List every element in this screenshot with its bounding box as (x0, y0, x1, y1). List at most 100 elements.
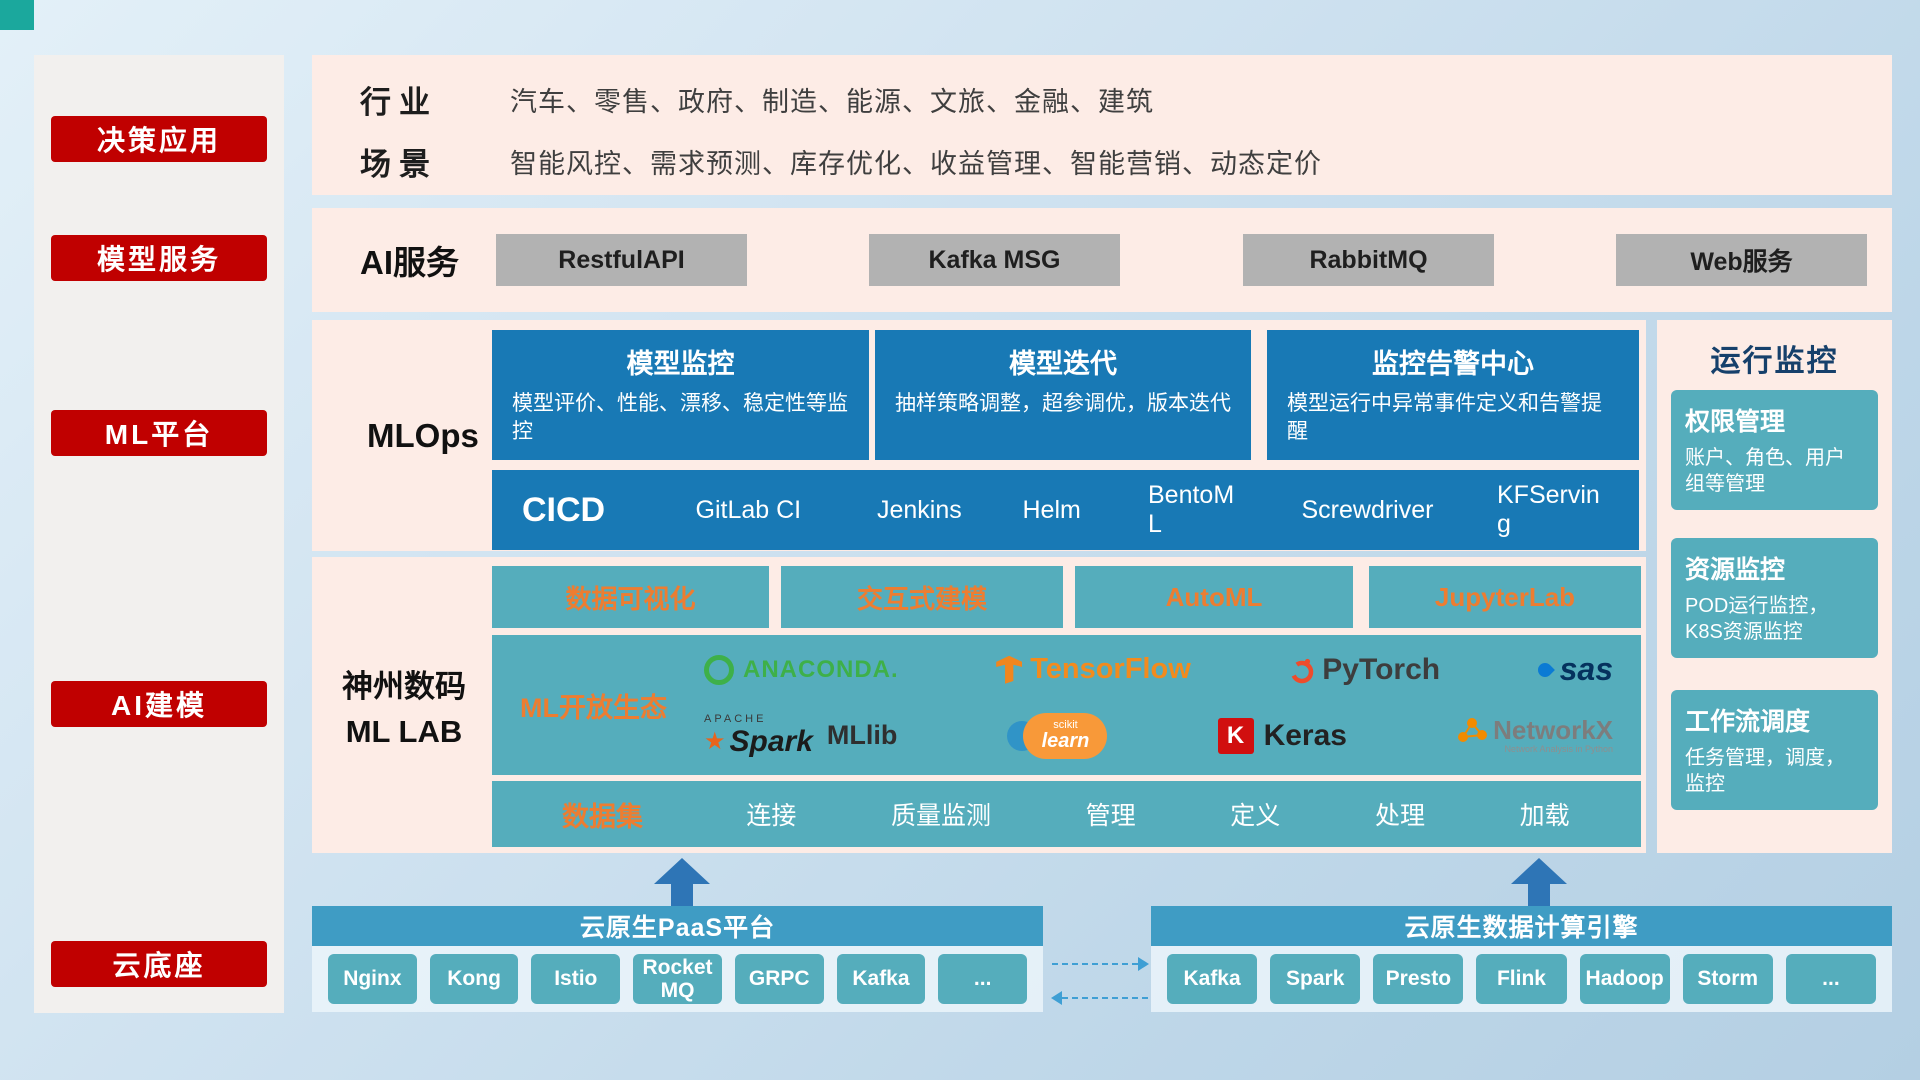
hadoop-engine-chip: Hadoop (1579, 954, 1670, 1004)
alert-center-card: 监控告警中心 模型运行中异常事件定义和告警提醒 (1267, 330, 1639, 460)
automl-block: AutoML (1075, 566, 1353, 628)
helm-item: Helm (1022, 495, 1081, 524)
apache-label: APACHE (704, 713, 767, 726)
ml-lab-label-line1: 神州数码 (342, 668, 466, 704)
ml-ecosystem-label: ML开放生态 (520, 692, 667, 723)
layer-model-services: 模型服务 (51, 235, 267, 281)
industry-label: 行业 (360, 84, 438, 120)
kfserving-item: KFServing (1497, 481, 1600, 538)
keras-icon: K (1217, 717, 1254, 754)
card-desc: 模型运行中异常事件定义和告警提醒 (1287, 392, 1602, 444)
card-desc: 账户、角色、用户组等管理 (1685, 447, 1845, 496)
cicd-bar: CICD GitLab CI Jenkins Helm BentoML Scre… (492, 470, 1639, 550)
ml-lab-panel: 神州数码 ML LAB 数据可视化 交互式建模 AutoML JupyterLa… (312, 557, 1646, 853)
industry-line: 行业 汽车、零售、政府、制造、能源、文旅、金融、建筑 (360, 77, 1154, 121)
data-visualization-block: 数据可视化 (492, 566, 769, 628)
up-arrow-left (654, 858, 710, 906)
ml-lab-label-line2: ML LAB (345, 713, 463, 749)
interactive-modeling-block: 交互式建模 (781, 566, 1063, 628)
workflow-scheduler-card: 工作流调度 任务管理，调度，监控 (1671, 690, 1878, 810)
anaconda-wordmark: ANACONDA. (743, 655, 899, 683)
kafka-chip: Kafka (836, 954, 926, 1004)
keras-logo: K Keras (1217, 717, 1347, 754)
ml-lab-label: 神州数码 ML LAB (320, 557, 488, 853)
ecosystem-logos: ANACONDA. TensorFlow PyTorch (704, 639, 1631, 771)
ai-service-label: AI服务 (360, 244, 459, 281)
dataset-label: 数据集 (562, 801, 643, 832)
dataset-manage: 管理 (1085, 802, 1136, 830)
paas-header: 云原生PaaS平台 (312, 906, 1043, 946)
kong-chip: Kong (429, 954, 519, 1004)
model-iteration-card: 模型迭代 抽样策略调整，超参调优，版本迭代 (875, 330, 1251, 460)
dashed-arrowhead-right (1138, 957, 1149, 971)
industry-scenario-panel: 行业 汽车、零售、政府、制造、能源、文旅、金融、建筑 场景 智能风控、需求预测、… (312, 55, 1892, 195)
sas-icon (1534, 659, 1555, 680)
card-desc: 模型评价、性能、漂移、稳定性等监控 (512, 392, 848, 444)
scikit-learn-logo: scikit learn (1007, 712, 1108, 759)
dashed-connector-left (1062, 997, 1148, 999)
runtime-monitor-title: 运行监控 (1710, 345, 1839, 378)
logo-row-2: APACHE ★ Spark MLlib scikit (704, 712, 1631, 759)
dataset-load: 加载 (1519, 802, 1570, 830)
keras-wordmark: Keras (1263, 718, 1347, 752)
pytorch-icon (1291, 658, 1314, 683)
presto-engine-chip: Presto (1373, 954, 1464, 1004)
runtime-monitor-panel: 运行监控 权限管理 账户、角色、用户组等管理 资源监控 POD运行监控，K8S资… (1657, 320, 1892, 853)
card-desc: 任务管理，调度，监控 (1685, 747, 1845, 796)
spark-engine-chip: Spark (1270, 954, 1361, 1004)
dataset-process: 处理 (1374, 802, 1425, 830)
kafka-engine-chip: Kafka (1167, 954, 1258, 1004)
dashed-arrowhead-left (1051, 991, 1062, 1005)
permission-management-card: 权限管理 账户、角色、用户组等管理 (1671, 390, 1878, 510)
networkx-caption: Network Analysis in Python (1504, 744, 1613, 755)
anaconda-logo: ANACONDA. (704, 654, 899, 685)
mllib-wordmark: MLlib (826, 720, 898, 751)
compute-engine-components: Kafka Spark Presto Flink Hadoop Storm ..… (1151, 946, 1892, 1012)
sas-wordmark: sas (1559, 651, 1613, 688)
cicd-label: CICD (522, 490, 606, 529)
dashed-connector-right (1052, 963, 1138, 965)
layer-decision-apps: 决策应用 (51, 116, 267, 162)
restful-api-block: RestfulAPI (496, 234, 747, 286)
card-title: 监控告警中心 (1372, 349, 1534, 379)
scikit-orange-badge: scikit learn (1023, 712, 1108, 759)
spark-wordmark: Spark (729, 725, 813, 759)
jupyterlab-block: JupyterLab (1369, 566, 1641, 628)
scenario-list: 智能风控、需求预测、库存优化、收益管理、智能营销、动态定价 (510, 148, 1322, 179)
more-engine-chip: ... (1785, 954, 1876, 1004)
screwdriver-item: Screwdriver (1301, 495, 1434, 524)
card-desc: POD运行监控，K8S资源监控 (1685, 595, 1829, 644)
web-service-block: Web服务 (1616, 234, 1867, 286)
gitlab-ci-item: GitLab CI (695, 495, 802, 524)
layer-ai-modeling: AI建模 (51, 681, 267, 727)
card-title: 模型监控 (626, 349, 735, 379)
tensorflow-icon (996, 655, 1023, 684)
nginx-chip: Nginx (328, 954, 417, 1004)
scikit-learn-icon: scikit learn (1007, 712, 1108, 759)
layer-cloud-base: 云底座 (51, 941, 267, 987)
corner-accent (0, 0, 34, 30)
rabbitmq-block: RabbitMQ (1243, 234, 1494, 286)
flink-engine-chip: Flink (1476, 954, 1567, 1004)
grpc-chip: GRPC (734, 954, 824, 1004)
spark-star-icon: ★ (704, 728, 726, 756)
jenkins-item: Jenkins (877, 495, 962, 524)
tensorflow-logo: TensorFlow (996, 653, 1191, 686)
layer-ml-platform: ML平台 (51, 410, 267, 456)
dataset-connect: 连接 (746, 802, 797, 830)
networkx-icon (1458, 718, 1488, 743)
more-chip: ... (938, 954, 1028, 1004)
up-arrow-right (1511, 858, 1567, 906)
paas-components: Nginx Kong Istio RocketMQ GRPC Kafka ... (312, 946, 1043, 1012)
scenario-line: 场景 智能风控、需求预测、库存优化、收益管理、智能营销、动态定价 (360, 139, 1322, 183)
spark-mllib-logo: APACHE ★ Spark MLlib (704, 714, 897, 757)
sas-logo: sas (1534, 651, 1613, 688)
scenario-label: 场景 (360, 146, 438, 182)
tensorflow-wordmark: TensorFlow (1030, 653, 1191, 686)
card-title: 权限管理 (1685, 408, 1786, 436)
model-monitoring-card: 模型监控 模型评价、性能、漂移、稳定性等监控 (492, 330, 869, 460)
spark-wordmark-group: APACHE ★ Spark (704, 714, 813, 757)
networkx-wordmark: NetworkX (1493, 715, 1613, 746)
kafka-msg-block: Kafka MSG (869, 234, 1120, 286)
